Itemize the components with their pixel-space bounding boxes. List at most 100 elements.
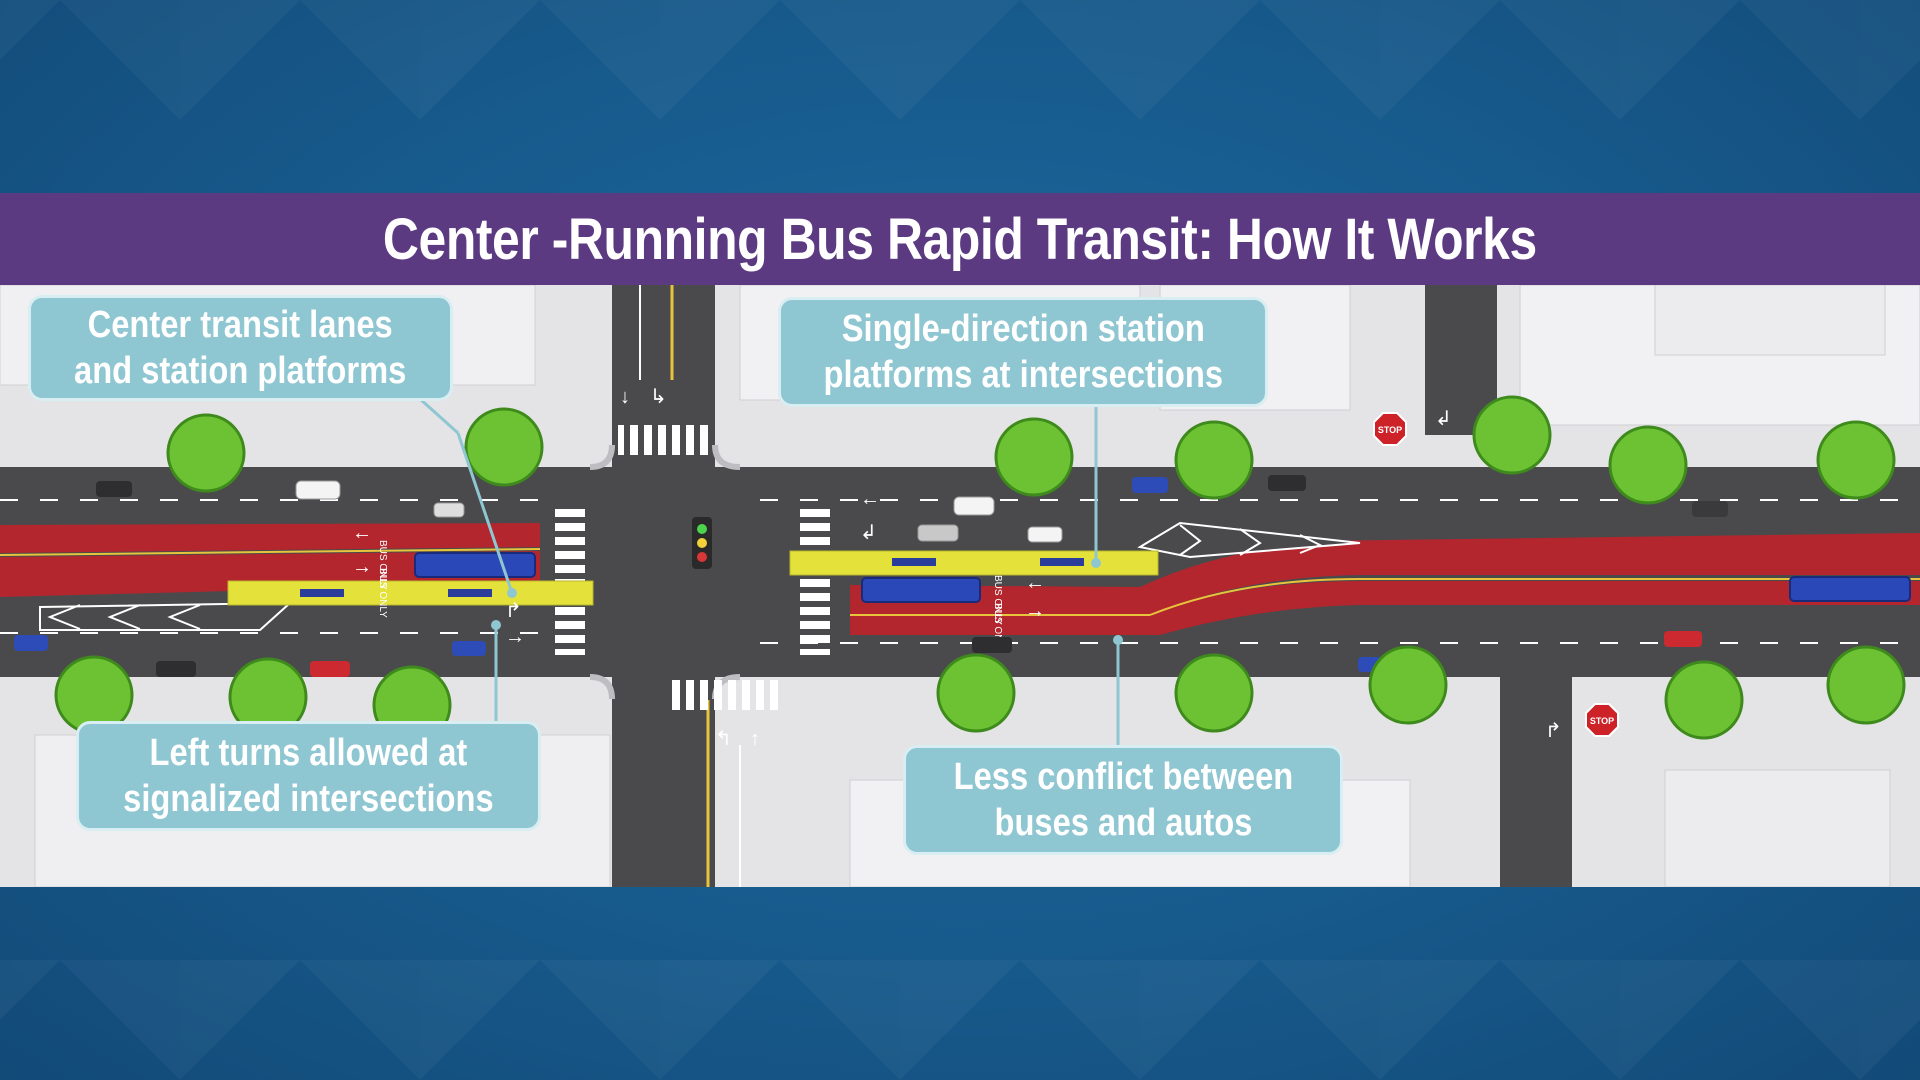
chevron-mark: [1299, 534, 1323, 554]
callout-line: Center transit lanes: [87, 304, 394, 346]
callout-line: buses and autos: [994, 802, 1252, 844]
tree-group: [54, 395, 1906, 745]
curb: [589, 444, 615, 470]
lane-arrow-icon: ←: [860, 488, 880, 510]
car: [1027, 526, 1063, 543]
signal-green-light: [697, 524, 707, 534]
callout-line: signalized intersections: [123, 778, 494, 820]
tree: [1174, 653, 1254, 733]
lane-arrow-icon: →: [505, 626, 525, 648]
lane-arrow-icon: →: [1025, 600, 1045, 622]
lane-arrow-icon: ←: [1025, 572, 1045, 594]
lane-arrow-icon: ↳: [650, 386, 667, 408]
platform-marker: [892, 558, 936, 566]
signal-yellow-light: [697, 538, 707, 548]
tree: [1664, 660, 1744, 740]
car: [953, 496, 995, 516]
street-diagram: BUS ONLY BUS ONLY BUS ONLY BUS ONLY ← → …: [0, 285, 1920, 887]
station-platform-westbound: [227, 580, 594, 606]
tree: [1826, 645, 1906, 725]
stop-sign-icon: [1373, 412, 1407, 446]
callout-less-conflict: Less conflict between buses and autos: [903, 745, 1343, 855]
bus-lane: [0, 523, 540, 553]
bus-lane: [1160, 533, 1920, 557]
car: [452, 641, 486, 656]
tree: [1816, 420, 1896, 500]
bus-lane-stripe: [1149, 578, 1920, 616]
tree: [994, 417, 1074, 497]
bus: [414, 552, 536, 578]
platform-marker: [1040, 558, 1084, 566]
callout-leader: [456, 432, 514, 594]
tree: [166, 413, 246, 493]
chevron-mark: [1179, 524, 1202, 556]
lane-arrow-icon: ←: [352, 522, 372, 544]
lane-arrow-icon: ↲: [860, 522, 877, 544]
tree: [1472, 395, 1552, 475]
car: [1664, 631, 1702, 647]
signal-red-light: [697, 552, 707, 562]
callout-left-turns: Left turns allowed at signalized interse…: [76, 721, 541, 831]
chevron-mark: [47, 604, 81, 630]
lane-arrow-icon: ↱: [505, 600, 522, 622]
building-block: [1664, 769, 1891, 887]
stop-sign-icon: [1585, 703, 1619, 737]
car: [433, 502, 465, 518]
lane-arrow-icon: ↲: [1435, 408, 1452, 430]
crosswalk: [555, 505, 585, 655]
crosswalk: [618, 425, 710, 455]
curb: [712, 444, 741, 470]
chevron-mark: [167, 604, 201, 630]
car: [156, 661, 196, 677]
callout-line: Single-direction station: [841, 308, 1205, 350]
chevron-mark: [107, 604, 141, 630]
car: [1132, 477, 1168, 493]
page-title: Center -Running Bus Rapid Transit: How I…: [383, 206, 1537, 272]
car: [14, 635, 48, 651]
car: [1268, 475, 1306, 491]
callout-line: Less conflict between: [953, 756, 1293, 798]
car: [295, 480, 341, 500]
median-chevron: [39, 601, 293, 631]
bus-lane: [850, 543, 1920, 615]
title-bar: Center -Running Bus Rapid Transit: How I…: [0, 193, 1920, 285]
lane-arrow-icon: ↱: [1545, 720, 1562, 742]
callout-dot: [507, 588, 517, 598]
lane-arrow-icon: ↑: [750, 728, 760, 750]
car: [96, 481, 132, 497]
callout-line: platforms at intersections: [823, 354, 1223, 396]
cross-street: [612, 285, 715, 887]
callout-dot: [1091, 558, 1101, 568]
bus: [1789, 576, 1911, 602]
building-block: [1654, 285, 1886, 356]
callout-line: and station platforms: [74, 350, 407, 392]
car: [972, 637, 1012, 653]
bus-only-marking: BUS ONLY: [992, 575, 1003, 625]
bus-only-marking: BUS ONLY: [377, 568, 388, 618]
callout-single-direction: Single-direction station platforms at in…: [778, 297, 1268, 407]
callout-line: Left turns allowed at: [149, 732, 468, 774]
lane-arrow-icon: →: [352, 556, 372, 578]
curb: [589, 674, 615, 700]
callout-dot: [1113, 635, 1123, 645]
platform-marker: [448, 589, 492, 597]
tree: [1608, 425, 1688, 505]
crosswalk: [668, 680, 778, 710]
tree: [464, 407, 544, 487]
car: [310, 661, 350, 677]
car: [917, 524, 959, 542]
tree: [1174, 420, 1254, 500]
stop-sign-label: STOP: [1378, 425, 1402, 435]
cross-street: [1500, 677, 1572, 887]
bus-lane: [850, 581, 1920, 635]
bus-only-marking: BUS ONLY: [377, 540, 388, 590]
bus: [861, 577, 981, 603]
crosswalk: [800, 505, 830, 655]
chevron-mark: [1239, 528, 1262, 556]
bus-lane-stripe: [0, 548, 541, 556]
callout-dot: [491, 620, 501, 630]
tree: [936, 653, 1016, 733]
tree: [1368, 645, 1448, 725]
lane-arrow-icon: ↓: [620, 386, 630, 408]
lane-arrow-icon: ↰: [715, 728, 732, 750]
